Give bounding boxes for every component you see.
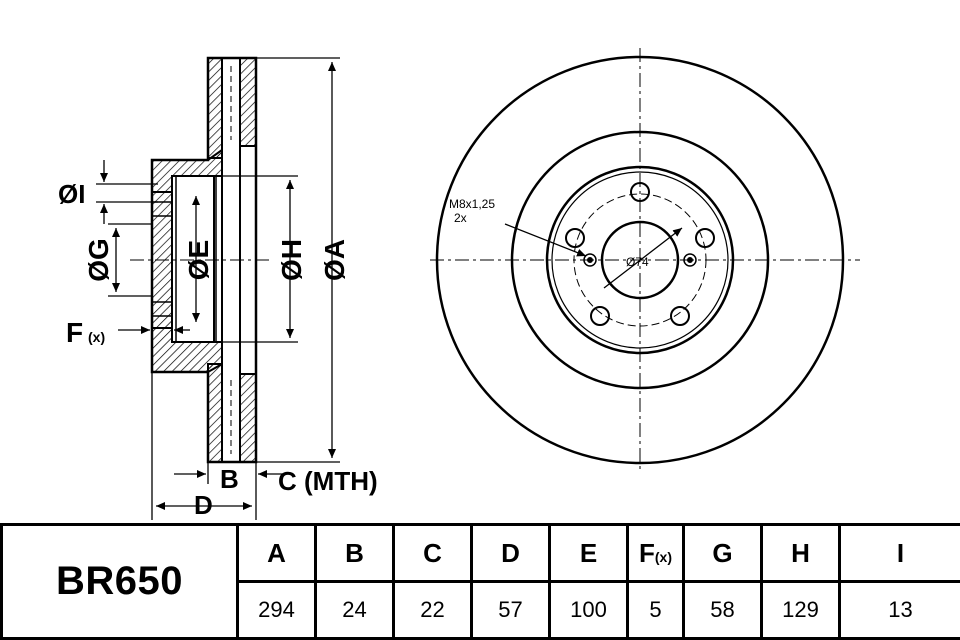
thread-spec-label: M8x1,25 (449, 197, 495, 211)
technical-drawing: ØA ØH ØE ØG ØI F (x) B C (MTH) D (58, 48, 860, 520)
column-header-g: G (682, 523, 763, 583)
dim-label-f: F (66, 317, 83, 348)
thread-count-label: 2x (454, 211, 467, 225)
column-header-f: F(x) (626, 523, 685, 583)
column-header-b: B (314, 523, 395, 583)
column-header-a: A (236, 523, 317, 583)
value-cell-b: 24 (314, 580, 395, 640)
column-header-sub: (x) (654, 548, 672, 565)
value-cell-i: 13 (838, 580, 960, 640)
column-header-label: B (345, 537, 364, 568)
column-header-label: F (638, 537, 655, 568)
dim-label-b: B (220, 464, 239, 494)
dim-label-g: ØG (83, 238, 114, 282)
value-cell-f: 5 (626, 580, 685, 640)
dim-label-i: ØI (58, 179, 85, 209)
column-header-label: D (501, 537, 520, 568)
dimension-lines (96, 57, 340, 520)
value-cell-d: 57 (470, 580, 551, 640)
column-header-label: H (791, 537, 810, 568)
column-header-e: E (548, 523, 629, 583)
header-row: BR650 A B C D E F(x) G H I (0, 523, 960, 640)
side-section-view (130, 56, 270, 464)
value-cell-g: 58 (682, 580, 763, 640)
column-header-label: G (712, 537, 733, 568)
front-view (430, 48, 860, 470)
pcd-label: Ø74 (626, 255, 649, 269)
column-header-c: C (392, 523, 473, 583)
column-header-label: A (267, 537, 286, 568)
value-cell-e: 100 (548, 580, 629, 640)
column-header-i: I (838, 523, 960, 583)
dim-label-a: ØA (319, 239, 350, 281)
dim-label-h: ØH (276, 239, 307, 281)
dim-label-d: D (194, 490, 213, 520)
value-cell-c: 22 (392, 580, 473, 640)
column-header-label: E (579, 537, 598, 568)
column-header-d: D (470, 523, 551, 583)
dim-label-e: ØE (183, 240, 214, 280)
value-cell-h: 129 (760, 580, 841, 640)
column-header-label: C (423, 537, 442, 568)
column-header-h: H (760, 523, 841, 583)
value-cell-a: 294 (236, 580, 317, 640)
part-number: BR650 (0, 523, 239, 640)
dim-label-f-sub: (x) (88, 329, 105, 345)
column-header-label: I (896, 537, 905, 568)
dim-label-c: C (MTH) (278, 466, 378, 496)
